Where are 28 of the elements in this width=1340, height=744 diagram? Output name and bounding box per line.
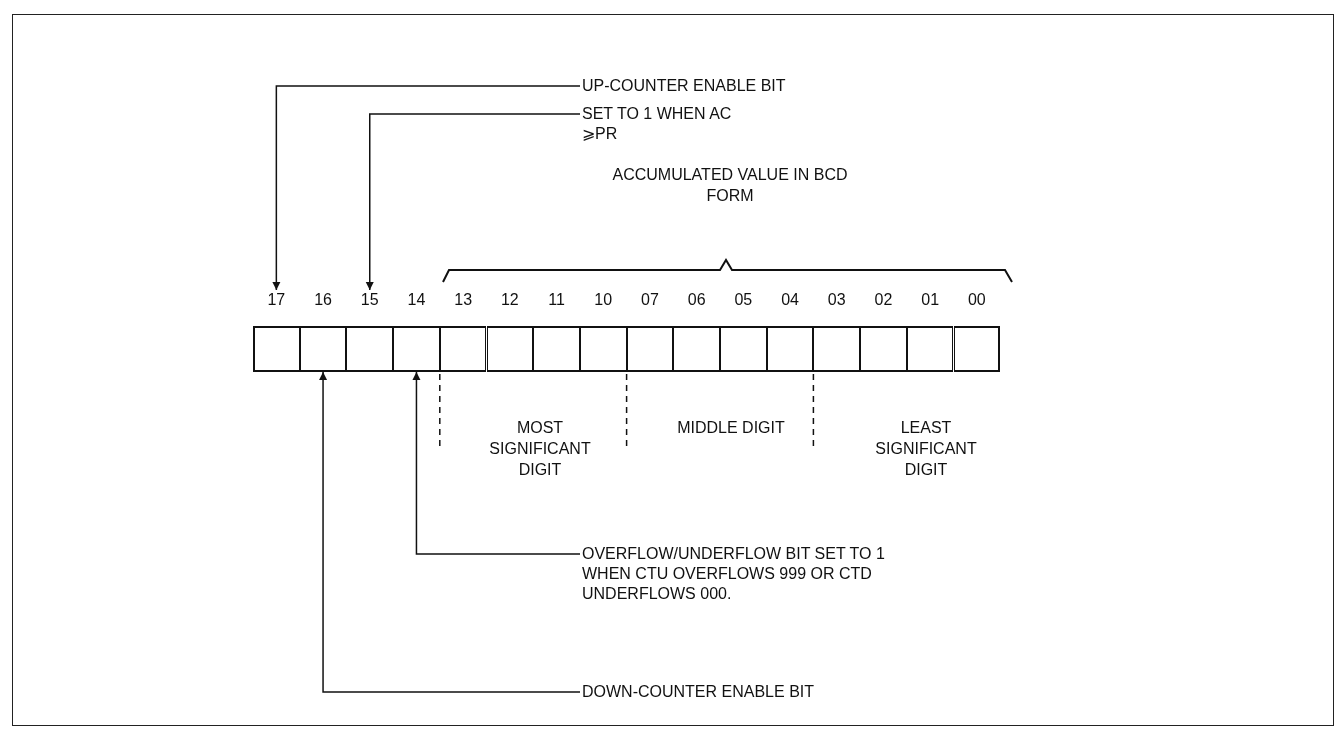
bit-number: 06: [686, 290, 707, 310]
bracket-caption: ACCUMULATED VALUE IN BCD FORM: [611, 165, 849, 206]
annotation-text: SET TO 1 WHEN AC ⩾PR: [582, 104, 747, 144]
leader-arrow: [272, 85, 581, 291]
leader-arrow: [319, 371, 581, 693]
bit-number: 03: [826, 290, 847, 310]
bit-number: 13: [453, 290, 474, 310]
bit-number: 02: [873, 290, 894, 310]
bit-number: 14: [406, 290, 427, 310]
annotation-text: OVERFLOW/UNDERFLOW BIT SET TO 1 WHEN CTU OVERFLOWS 999 OR CTD UNDERFLOWS 000.: [582, 544, 922, 604]
bit-number: 17: [266, 290, 287, 310]
bit-number: 11: [547, 290, 566, 310]
leader-arrow: [365, 113, 581, 291]
annotation-text: DOWN-COUNTER ENABLE BIT: [582, 682, 882, 702]
bit-number: 16: [313, 290, 333, 310]
bit-number: 10: [593, 290, 614, 310]
field-label: LEAST SIGNIFICANT DIGIT: [874, 418, 978, 480]
field-label: MOST SIGNIFICANT DIGIT: [488, 418, 592, 480]
bit-number: 05: [733, 290, 754, 310]
bit-number: 01: [920, 290, 941, 310]
field-label: MIDDLE DIGIT: [676, 418, 786, 438]
bit-number: 12: [499, 290, 520, 310]
bit-number: 04: [780, 290, 800, 310]
leader-arrow: [412, 371, 581, 555]
annotation-text: UP-COUNTER ENABLE BIT: [582, 76, 842, 96]
bit-number: 00: [966, 290, 987, 310]
bit-number: 07: [640, 290, 660, 310]
bit-number: 15: [359, 290, 380, 310]
